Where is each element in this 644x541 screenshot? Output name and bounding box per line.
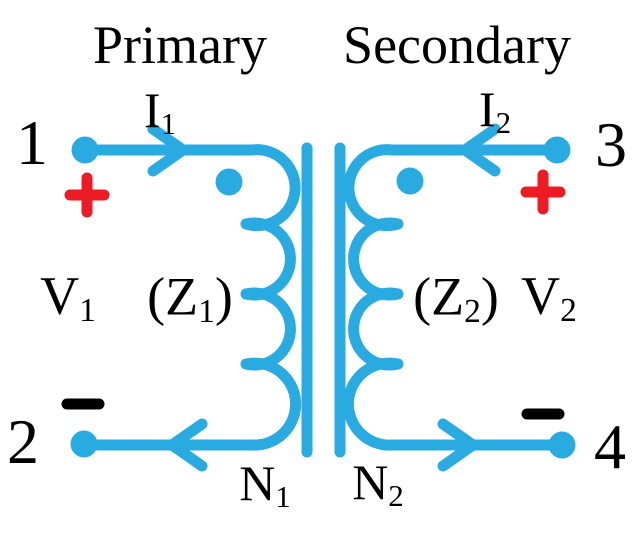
terminal-1-label: 1	[16, 107, 48, 178]
terminal-3-label: 3	[595, 109, 627, 180]
return-arrow-left-icon	[166, 418, 208, 472]
terminal-2-label: 2	[7, 406, 39, 477]
plus-marks-group	[64, 169, 566, 218]
terminal-3-dot	[543, 136, 571, 164]
terminal-2-dot	[70, 430, 98, 458]
return-arrow-right-icon	[437, 418, 479, 472]
i1-label: I1	[143, 82, 177, 141]
primary-winding	[78, 144, 302, 451]
secondary-winding	[342, 144, 568, 451]
minus-marks-group	[61, 398, 565, 420]
v2-plus-icon	[520, 169, 566, 215]
n2-label: N2	[352, 454, 404, 513]
secondary-heading: Secondary	[343, 15, 571, 75]
z2-label: (Z2)	[413, 266, 499, 330]
primary-heading: Primary	[93, 15, 267, 75]
i2-arrow-icon	[459, 123, 501, 177]
n1-label: N1	[239, 455, 291, 514]
i1-arrow-icon	[147, 123, 189, 177]
i2-label: I2	[478, 81, 512, 140]
v2-label: V2	[521, 265, 577, 329]
v1-plus-icon	[64, 172, 110, 218]
terminal-1-dot	[71, 136, 99, 164]
secondary-polarity-dot	[396, 167, 424, 195]
wiring-group	[78, 123, 568, 472]
z1-label: (Z1)	[147, 266, 233, 330]
primary-polarity-dot	[215, 168, 243, 196]
terminal-4-dot	[548, 431, 576, 459]
v1-label: V1	[40, 265, 96, 329]
terminal-4-label: 4	[594, 411, 626, 482]
dots-group	[70, 136, 576, 459]
